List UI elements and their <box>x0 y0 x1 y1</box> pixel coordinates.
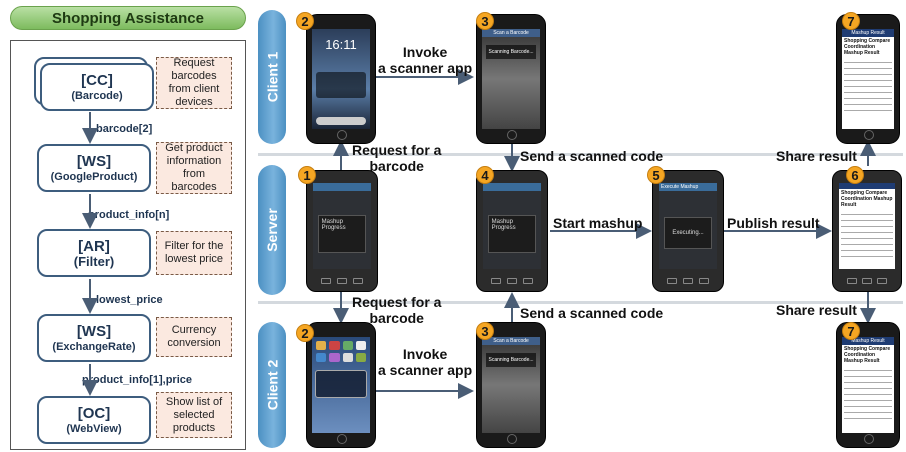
lane-server: Server <box>258 165 286 295</box>
phone-client2-result: Mashup Result Shopping Compare Coordinat… <box>836 322 900 448</box>
node-googleproduct: [WS] (GoogleProduct) <box>37 144 151 192</box>
node-name: (WebView) <box>66 422 122 435</box>
result-header: Mashup Result <box>842 29 894 37</box>
node-type: [AR] <box>78 237 110 255</box>
step-badge: 5 <box>647 166 665 184</box>
result-heading: Shopping Compare Coordination Mashup Res… <box>841 190 893 208</box>
step-badge: 1 <box>298 166 316 184</box>
node-barcode: [CC] (Barcode) <box>40 63 154 111</box>
step-badge: 3 <box>476 322 494 340</box>
lane-divider <box>258 153 903 156</box>
executing-text: Executing... <box>672 230 704 236</box>
node-type: [WS] <box>76 322 112 340</box>
result-heading: Shopping Compare Coordination Mashup Res… <box>844 38 891 56</box>
note-filter: Filter for the lowest price <box>156 231 232 275</box>
result-header: Mashup Result <box>842 337 894 345</box>
step-badge: 7 <box>842 12 860 30</box>
phone-server-progress: Mashup Progress <box>306 170 378 292</box>
lane-divider <box>258 301 903 304</box>
node-type: [WS] <box>76 152 112 170</box>
request-label-bottom: Request for a barcode <box>352 294 442 326</box>
step-badge: 2 <box>296 324 314 342</box>
step-badge: 3 <box>476 12 494 30</box>
lane-client1: Client 1 <box>258 10 286 144</box>
home-button <box>337 434 347 444</box>
home-button <box>507 130 517 140</box>
phone-client2-scanner: Scan a Barcode Scanning Barcode... <box>476 322 546 448</box>
result-heading: Shopping Compare Coordination Mashup Res… <box>844 346 891 364</box>
node-type: [CC] <box>81 71 113 89</box>
dialog-title: Mashup Progress <box>491 219 516 231</box>
node-name: (GoogleProduct) <box>50 170 138 183</box>
phone-server-result: Shopping Compare Coordination Mashup Res… <box>832 170 902 292</box>
request-label-top: Request for a barcode <box>352 142 442 174</box>
node-exchangerate: [WS] (ExchangeRate) <box>37 314 151 362</box>
note-webview: Show list of selected products <box>156 392 232 438</box>
node-name: (ExchangeRate) <box>52 340 136 353</box>
lock-time: 16:11 <box>325 37 357 52</box>
node-name: (Filter) <box>73 253 115 269</box>
edge-label: barcode[2] <box>96 123 153 135</box>
scanning-status: Scanning Barcode... <box>486 353 536 367</box>
notification-banner <box>316 72 366 98</box>
phone-client1-lockscreen: 16:11 <box>306 14 376 144</box>
home-button <box>864 130 874 140</box>
edge-label: product_info[n] <box>88 209 170 221</box>
step-badge: 6 <box>846 166 864 184</box>
note-exchangerate: Currency conversion <box>156 317 232 357</box>
node-name: (Barcode) <box>71 89 123 102</box>
slide-to-unlock <box>316 117 366 125</box>
scanner-header: Scan a Barcode <box>482 29 540 37</box>
share-label-bottom: Share result <box>776 302 857 318</box>
note-googleproduct: Get product information from barcodes <box>156 142 232 194</box>
step-badge: 7 <box>842 322 860 340</box>
lane-client2: Client 2 <box>258 322 286 448</box>
step-badge: 4 <box>476 166 494 184</box>
invoke-label-top: Invoke a scanner app <box>378 44 473 76</box>
home-button <box>864 434 874 444</box>
panel-title: Shopping Assistance <box>10 6 246 30</box>
share-label-top: Share result <box>776 148 857 164</box>
phone-client1-result: Mashup Result Shopping Compare Coordinat… <box>836 14 900 144</box>
phone-client1-scanner: Scan a Barcode Scanning Barcode... <box>476 14 546 144</box>
app-bar: Execute Mashup <box>659 183 717 191</box>
edge-label: product_info[1],price <box>82 374 193 386</box>
send-label-bottom: Send a scanned code <box>520 305 664 321</box>
phone-server-progress-2: Mashup Progress <box>476 170 548 292</box>
home-button <box>507 434 517 444</box>
phone-server-executing: Execute Mashup Executing... <box>652 170 724 292</box>
step-badge: 2 <box>296 12 314 30</box>
scanning-status: Scanning Barcode... <box>486 45 536 59</box>
node-type: [OC] <box>77 404 111 422</box>
notification-alert <box>315 370 367 398</box>
send-label-top: Send a scanned code <box>520 148 664 164</box>
note-barcode: Request barcodes from client devices <box>156 57 232 109</box>
workflow-panel <box>10 40 246 450</box>
publish-result-label: Publish result <box>727 215 820 231</box>
edge-label: lowest_price <box>96 294 163 306</box>
node-filter: [AR] (Filter) <box>37 229 151 277</box>
app-icon-grid <box>312 337 370 366</box>
scanner-header: Scan a Barcode <box>482 337 540 345</box>
phone-client2-home <box>306 322 376 448</box>
dialog-title: Mashup Progress <box>321 219 346 231</box>
node-webview: [OC] (WebView) <box>37 396 151 444</box>
invoke-label-bottom: Invoke a scanner app <box>378 346 473 378</box>
start-mashup-label: Start mashup <box>553 215 643 231</box>
home-button <box>337 130 347 140</box>
